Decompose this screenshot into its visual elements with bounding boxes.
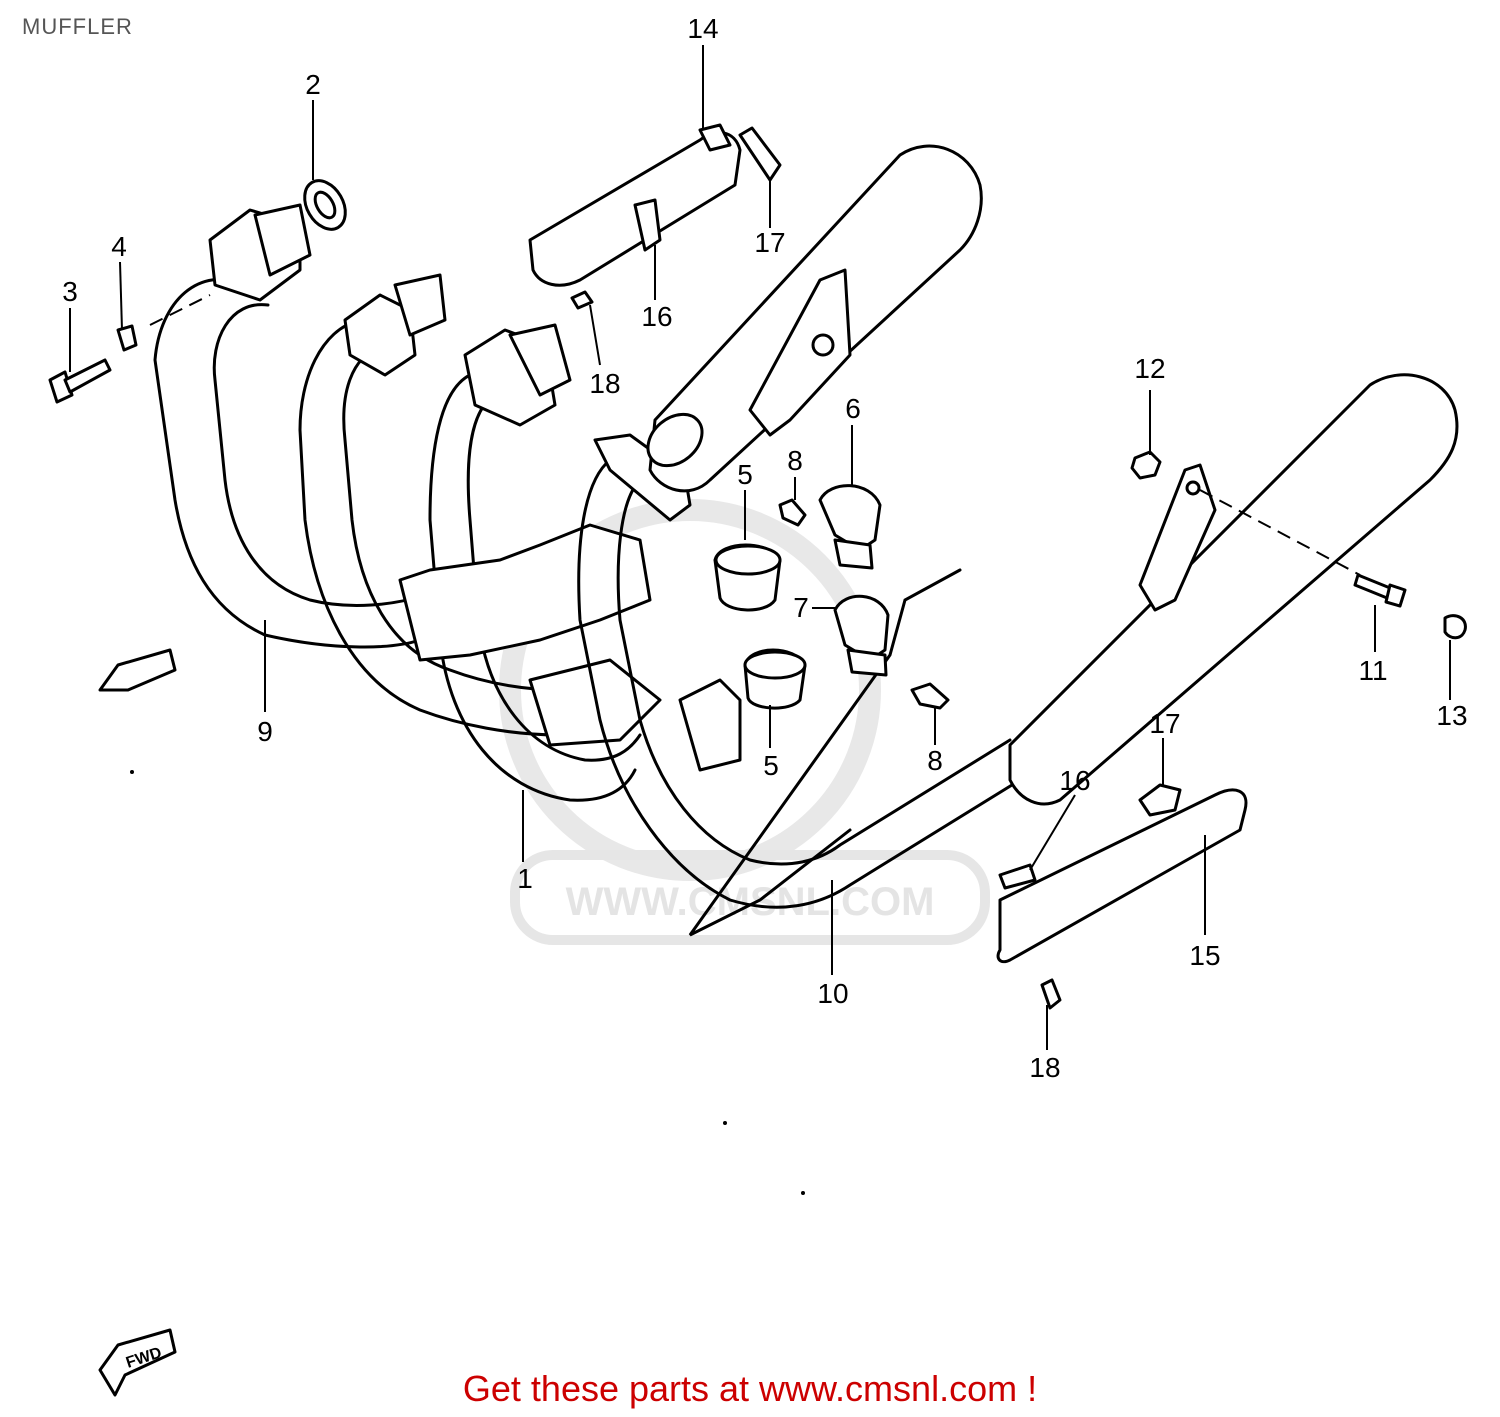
collector-box: [398, 523, 742, 772]
callout-8: 8: [787, 445, 803, 476]
part-16-clamp-lower: [998, 863, 1037, 890]
callout-3: 3: [62, 276, 78, 307]
part-17-clip: [738, 126, 782, 182]
part-5-sleeve-upper: [713, 543, 782, 612]
callout-10: 10: [817, 978, 848, 1009]
callout-18-lower: 18: [1029, 1052, 1060, 1083]
part-8-bolt-lower: [910, 682, 950, 710]
part-12-nut: [1130, 450, 1162, 480]
callout-13: 13: [1436, 700, 1467, 731]
callout-17-lower: 17: [1149, 708, 1180, 739]
upper-muffler: [646, 144, 983, 493]
callout-4: 4: [111, 231, 127, 262]
part-6-clamp: [818, 484, 882, 570]
callout-5: 5: [737, 459, 753, 490]
part-9-header-pipe: [153, 203, 427, 649]
part-18-screw-lower: [1040, 978, 1062, 1010]
part-8-bolt-upper: [778, 498, 807, 527]
callout-9: 9: [257, 716, 273, 747]
callout-11: 11: [1358, 655, 1387, 686]
callout-15: 15: [1189, 940, 1220, 971]
part-2-gasket: [303, 179, 347, 231]
part-17-clip-lower: [1138, 783, 1182, 817]
fwd-arrow: FWD: [98, 648, 177, 1397]
part-10-exhaust-pipe: [577, 433, 1022, 909]
leader-lines: [69, 45, 1451, 1050]
callout-14: 14: [687, 13, 718, 44]
middle-header-pipe: [298, 273, 562, 737]
callout-8-lower: 8: [927, 745, 943, 776]
part-15-heat-shield: [996, 788, 1248, 964]
watermark-text: WWW.CMSNL.COM: [566, 880, 935, 924]
part-5-sleeve-lower: [743, 648, 807, 710]
watermark: WWW.CMSNL.COM: [499, 499, 990, 945]
part-11-bolt: [1353, 573, 1407, 608]
part-16-clamp: [633, 198, 662, 252]
scan-dots: [130, 770, 805, 1195]
callout-12: 12: [1134, 353, 1165, 384]
page-title: MUFFLER: [22, 14, 133, 39]
part-7-clamp: [833, 594, 890, 677]
part-13-cap: [1443, 614, 1467, 640]
callout-7: 7: [793, 592, 809, 623]
callout-16: 16: [641, 301, 672, 332]
callout-6: 6: [845, 393, 861, 424]
callout-16-lower: 16: [1059, 765, 1090, 796]
callout-5-lower: 5: [763, 750, 779, 781]
callout-1: 1: [517, 863, 533, 894]
callout-18: 18: [589, 368, 620, 399]
lower-muffler: [1008, 373, 1459, 806]
callout-labels: 14 2 4 3 17 16 18 12 6 8 5 7 11 13 9 1 5…: [62, 13, 1467, 1083]
frame-lines: [688, 568, 962, 937]
part-3-bolt: [48, 358, 112, 404]
callout-2: 2: [305, 69, 321, 100]
part-4-washer: [116, 294, 211, 352]
part-1-header-pipe: [428, 323, 642, 802]
part-18-screw: [570, 290, 594, 310]
callout-17: 17: [754, 227, 785, 258]
promo-link[interactable]: Get these parts at www.cmsnl.com !: [462, 1368, 1038, 1409]
